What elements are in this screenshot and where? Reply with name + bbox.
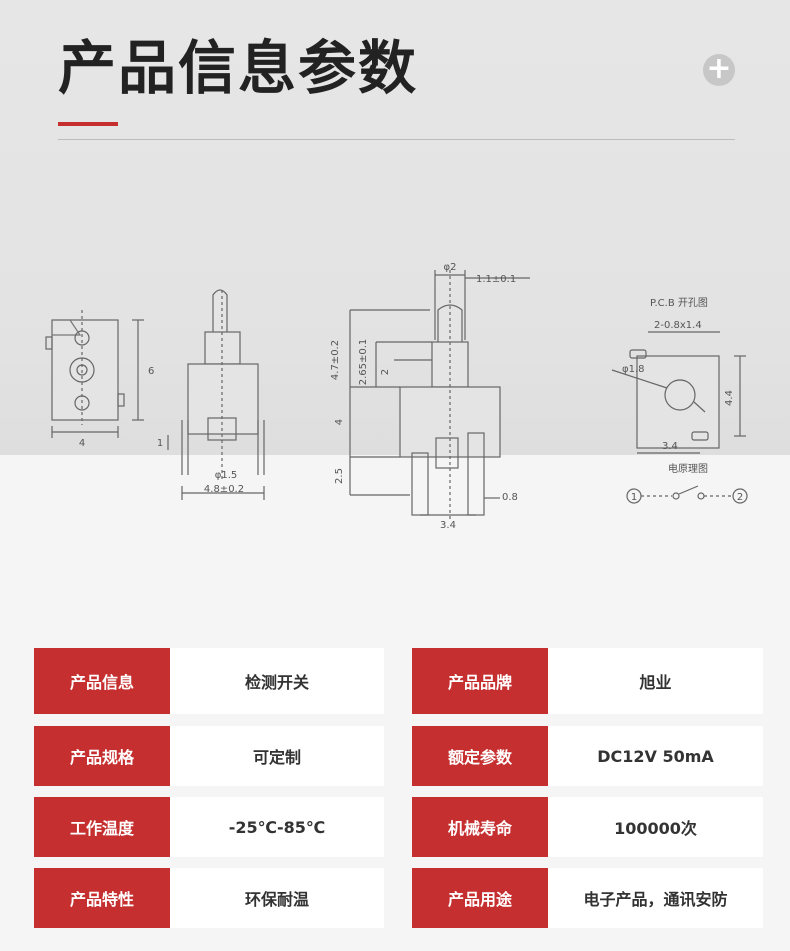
view-front-face: 4 6	[45, 310, 154, 449]
spec-label: 产品规格	[34, 726, 170, 786]
technical-drawing: 4 6 1 φ1.5 4.8±0.2	[45, 262, 748, 530]
pcb-height-label: 4.4	[724, 390, 735, 406]
spec-row: 工作温度 -25℃-85℃ 机械寿命 100000次	[34, 797, 763, 857]
view3-height-total: 4.7±0.2	[330, 340, 341, 380]
title-accent-bar	[58, 122, 118, 126]
view-pcb-layout: P.C.B 开孔图 2-0.8x1.4 φ1.8 4.4 3.4 电原理图 1 …	[611, 297, 748, 504]
schematic-terminal-2: 2	[737, 492, 743, 503]
view3-body-height: 4	[334, 419, 345, 425]
spec-value: DC12V 50mA	[548, 726, 763, 786]
spec-value: 检测开关	[170, 648, 384, 714]
view-dimensioned-side: φ2 1.1±0.1 4.7±0.2 2.65±0.1 2 4 2.5 0.8 …	[330, 262, 530, 530]
spec-value: -25℃-85℃	[170, 797, 384, 857]
spec-label: 工作温度	[34, 797, 170, 857]
spec-value: 环保耐温	[170, 868, 384, 928]
spec-value: 旭业	[548, 648, 763, 714]
view-side-plunger: 1 φ1.5 4.8±0.2	[157, 289, 265, 500]
page-title: 产品信息参数	[58, 34, 419, 102]
spec-value: 100000次	[548, 797, 763, 857]
schematic-terminal-1: 1	[631, 492, 637, 503]
title-divider	[58, 139, 735, 140]
spec-value: 电子产品，通讯安防	[548, 868, 763, 928]
spec-label: 产品用途	[412, 868, 548, 928]
spec-label: 产品特性	[34, 868, 170, 928]
view3-pin-length: 2.5	[334, 468, 345, 484]
view1-height-label: 6	[148, 366, 154, 377]
spec-label: 产品信息	[34, 648, 170, 714]
view3-pin-pitch: 3.4	[440, 520, 456, 530]
view2-width-label: 4.8±0.2	[204, 484, 244, 495]
view3-top-dia: φ2	[444, 262, 457, 273]
view3-height-stem: 2.65±0.1	[358, 339, 369, 386]
spec-value: 可定制	[170, 726, 384, 786]
pcb-slot-label: 2-0.8x1.4	[654, 320, 702, 331]
view2-pin-gap: 1	[157, 438, 163, 449]
pcb-hole-dia: φ1.8	[622, 364, 645, 375]
view3-pin-width: 0.8	[502, 492, 518, 503]
spec-row: 产品特性 环保耐温 产品用途 电子产品，通讯安防	[34, 868, 763, 928]
plus-circle-icon[interactable]: +	[703, 54, 735, 86]
view3-top-tol: 1.1±0.1	[476, 274, 516, 285]
spec-label: 机械寿命	[412, 797, 548, 857]
view3-stem-mid: 2	[380, 369, 391, 375]
spec-label: 额定参数	[412, 726, 548, 786]
schematic-title: 电原理图	[668, 462, 708, 475]
pcb-title: P.C.B 开孔图	[650, 297, 708, 309]
pcb-pitch-label: 3.4	[662, 441, 678, 452]
view2-pin-dia: φ1.5	[215, 470, 238, 481]
view1-width-label: 4	[79, 438, 85, 449]
spec-label: 产品品牌	[412, 648, 548, 714]
spec-row: 产品规格 可定制 额定参数 DC12V 50mA	[34, 726, 763, 786]
spec-row: 产品信息 检测开关 产品品牌 旭业	[34, 648, 763, 714]
